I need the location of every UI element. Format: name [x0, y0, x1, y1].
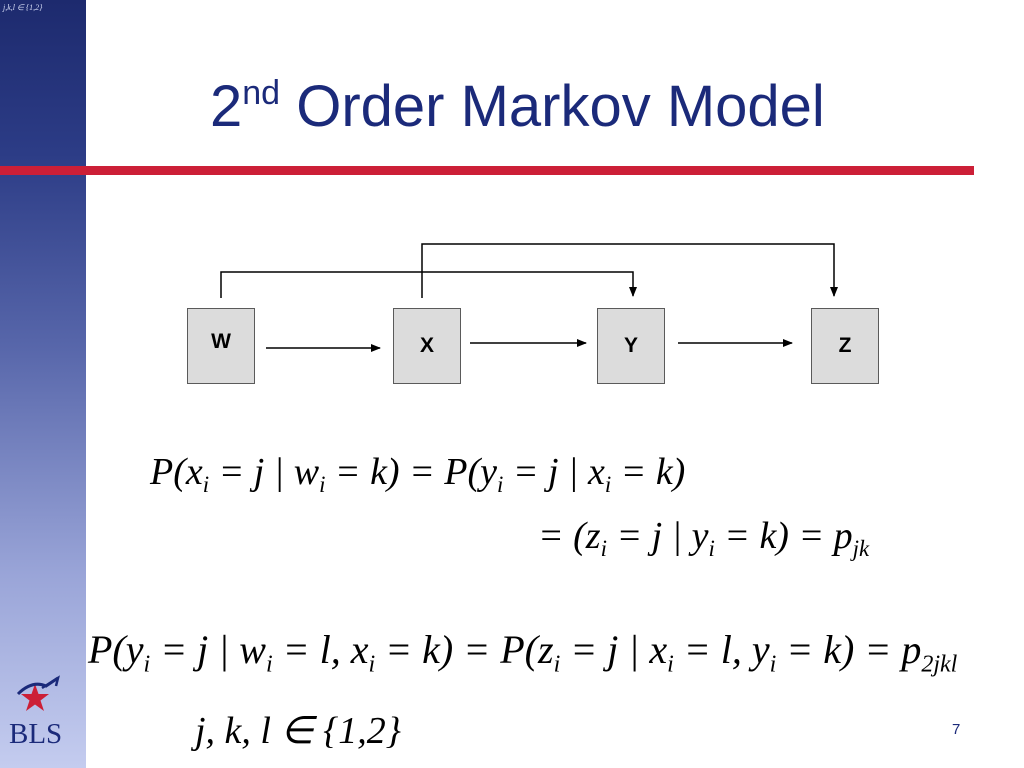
title-text: Order Markov Model — [280, 74, 825, 139]
node-y: Y — [597, 308, 665, 384]
bls-logo-text: BLS — [9, 718, 63, 750]
equation-3: P(yi = j | wi = l, xi = k) = P(zi = j | … — [88, 627, 958, 678]
node-w-label: W — [211, 330, 231, 353]
node-x-label: X — [419, 334, 434, 357]
sidebar-gradient: j,k,l ∈ {1,2} — [0, 0, 86, 768]
title-number: 2 — [210, 74, 243, 139]
node-w: W — [187, 308, 255, 384]
node-z: Z — [811, 308, 879, 384]
arrow-x-z — [421, 243, 838, 298]
page-number: 7 — [952, 721, 961, 738]
node-x: X — [393, 308, 461, 384]
title-underline — [0, 166, 974, 175]
slide-title: 2nd Order Markov Model — [210, 76, 825, 136]
corner-equation: j,k,l ∈ {1,2} — [3, 3, 43, 12]
arrow-w-y — [220, 271, 637, 298]
title-superscript: nd — [242, 74, 281, 112]
equation-2: = (zi = j | yi = k) = pjk — [538, 515, 870, 561]
node-z-label: Z — [838, 334, 852, 357]
bls-star-icon — [16, 675, 60, 711]
equation-1: P(xi = j | wi = k) = P(yi = j | xi = k) — [150, 451, 686, 497]
equation-4: j, k, l ∈ {1,2} — [195, 710, 401, 752]
node-y-label: Y — [623, 334, 638, 357]
